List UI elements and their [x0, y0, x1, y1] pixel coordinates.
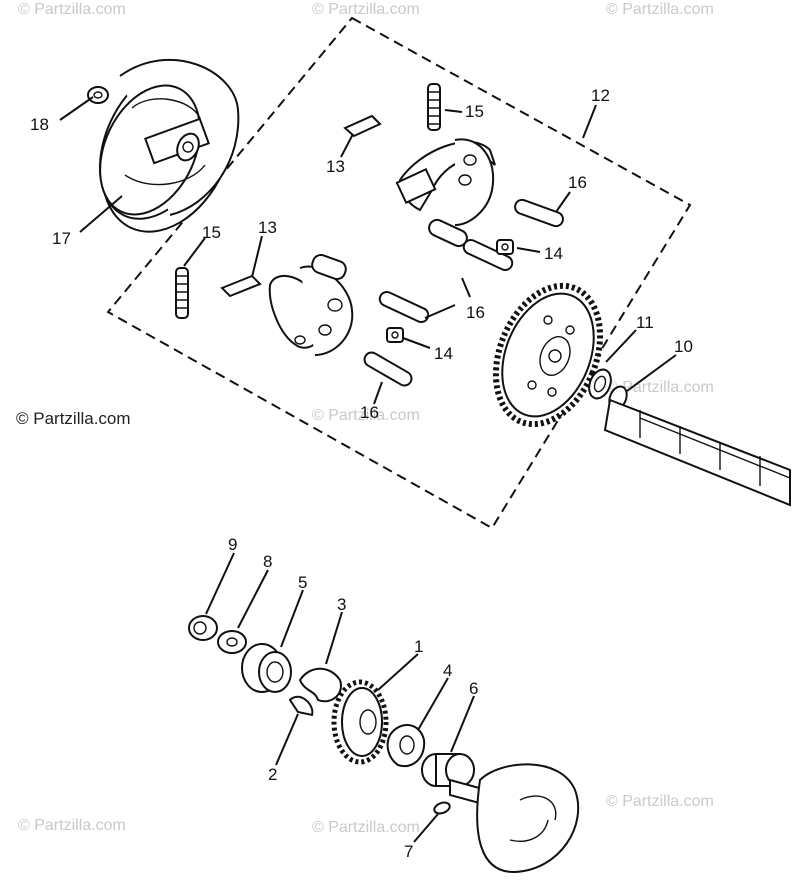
part-14-bushing-lower — [386, 327, 404, 343]
crankshaft — [603, 398, 791, 507]
part-15-spring-upper — [427, 83, 441, 131]
callout-2: 2 — [268, 765, 277, 784]
callout-9: 9 — [228, 535, 237, 554]
callout-17: 17 — [52, 229, 71, 248]
callout-7: 7 — [404, 842, 413, 861]
callout-12: 12 — [591, 86, 610, 105]
callout-15: 15 — [202, 223, 221, 242]
part-18-nut — [87, 86, 109, 104]
part-17-clutch-housing — [98, 59, 240, 233]
leader-lines — [59, 96, 677, 843]
part-16-pin-d — [363, 351, 413, 387]
part-6-bushing — [421, 753, 475, 787]
callout-14: 14 — [434, 344, 453, 363]
watermark: © Partzilla.com — [606, 1, 714, 18]
callout-13: 13 — [326, 157, 345, 176]
callout-16: 16 — [360, 403, 379, 422]
callout-13: 13 — [258, 218, 277, 237]
part-4-plate — [386, 724, 426, 768]
watermark: © Partzilla.com — [16, 409, 131, 428]
part-14-bushing-upper — [496, 239, 514, 255]
part-15-spring-lower — [175, 267, 189, 319]
part-8-washer — [217, 630, 247, 654]
callout-1: 1 — [414, 637, 423, 656]
callout-3: 3 — [337, 595, 346, 614]
clutch-shoe-lower — [268, 253, 354, 356]
part-7-key — [433, 801, 451, 815]
part-1-gear — [331, 679, 389, 765]
watermark: © Partzilla.com — [18, 817, 126, 834]
clutch-carrier-gear — [492, 282, 604, 428]
callout-4: 4 — [443, 661, 452, 680]
callout-5: 5 — [298, 573, 307, 592]
part-9-nut — [188, 615, 218, 641]
part-3-clip — [288, 667, 342, 717]
clutch-shoe-upper — [395, 138, 496, 248]
part-16-pin-a — [514, 198, 564, 228]
watermark: © Partzilla.com — [606, 793, 714, 810]
callouts: 18 17 15 13 12 16 14 15 13 16 14 16 11 1… — [30, 86, 693, 861]
part-13-plate-lower — [220, 274, 262, 298]
part-5-boss — [241, 643, 292, 693]
part-16-pin-b — [462, 238, 514, 272]
callout-16: 16 — [466, 303, 485, 322]
callout-11: 11 — [636, 313, 654, 332]
part-13-plate-upper — [343, 114, 382, 138]
shaft-and-disc — [449, 763, 580, 874]
callout-18: 18 — [30, 115, 49, 134]
callout-10: 10 — [674, 337, 693, 356]
callout-6: 6 — [469, 679, 478, 698]
watermark: © Partzilla.com — [606, 379, 714, 396]
watermark: © Partzilla.com — [18, 1, 126, 18]
callout-8: 8 — [263, 552, 272, 571]
part-16-pin-c — [378, 290, 430, 324]
watermarks: © Partzilla.com © Partzilla.com © Partzi… — [16, 1, 714, 836]
watermark: © Partzilla.com — [312, 407, 420, 424]
callout-16: 16 — [568, 173, 587, 192]
callout-14: 14 — [544, 244, 563, 263]
watermark: © Partzilla.com — [312, 819, 420, 836]
part-11-washer — [588, 368, 612, 400]
watermark: © Partzilla.com — [312, 1, 420, 18]
callout-15: 15 — [465, 102, 484, 121]
